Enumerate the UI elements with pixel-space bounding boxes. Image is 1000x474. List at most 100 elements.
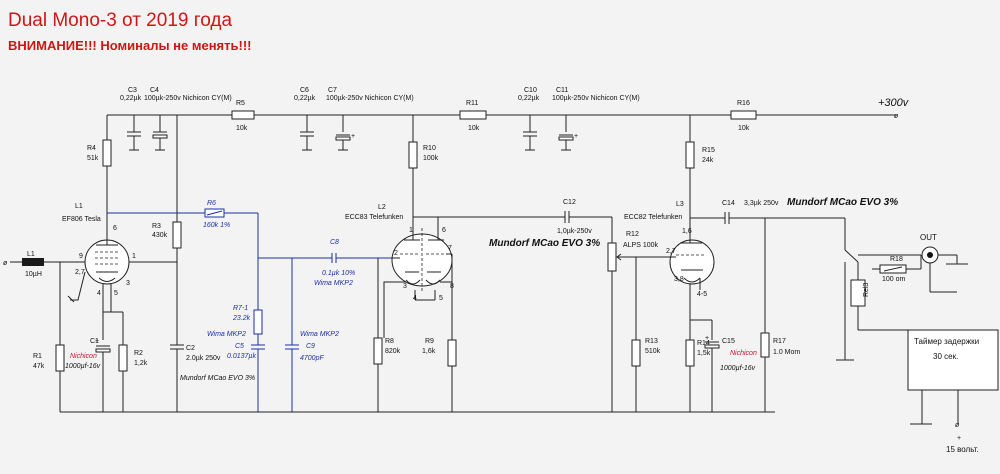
l1-inductor [22, 258, 44, 266]
r11-value: 10k [468, 125, 480, 132]
c3-capacitor [127, 131, 141, 151]
r7-value: 23.2k [232, 315, 251, 322]
c9-brand: Wima MKP2 [300, 331, 339, 338]
l2-name: L2 [378, 204, 386, 211]
c15-brand: Nichicon [730, 350, 757, 357]
r17-value: 1.0 Mom [773, 349, 800, 356]
l3-model: ECC82 Telefunken [624, 214, 682, 221]
output-jack-icon[interactable] [921, 246, 939, 264]
c7-value: 100µk-250v Nichicon CY(M) [326, 95, 414, 102]
c6-ref: C6 [300, 87, 309, 94]
r12-ref: R12 [626, 231, 639, 238]
r4-value: 51k [87, 155, 99, 162]
l1-inductor-ref: L1 [27, 251, 35, 258]
r10-value: 100k [423, 155, 439, 162]
c14-value: 3,3µk 250v [744, 200, 779, 207]
r8-resistor [373, 337, 383, 365]
r12-potentiometer[interactable] [607, 242, 617, 272]
timer-box [907, 329, 999, 391]
c10-ref: C10 [524, 87, 537, 94]
c6-capacitor [300, 131, 314, 151]
c12-note: Mundorf MCao EVO 3% [489, 238, 600, 249]
r1-value: 47k [33, 363, 45, 370]
l3-name: L3 [676, 201, 684, 208]
c12-value: 1,0µk-250v [557, 228, 592, 235]
r14-value: 1,5k [697, 350, 711, 357]
l2-pin-6: 6 [442, 227, 446, 234]
r14-ref: R14 [697, 340, 710, 347]
page-title: Dual Mono-3 от 2019 года [8, 10, 232, 31]
power-label: 15 вольт. [946, 445, 979, 454]
c4-capacitor [152, 131, 168, 151]
r12-value: ALPS 100k [623, 242, 659, 249]
l1-pin-4: 4 [97, 290, 101, 297]
r9-value: 1,6k [422, 348, 436, 355]
r13-ref: R13 [645, 338, 658, 345]
relay-ref: Rel3 [863, 282, 870, 297]
l1-pin-9: 9 [79, 253, 83, 260]
relay-contact [844, 249, 859, 263]
c15-value: 1000µf-16v [720, 365, 756, 372]
l2-pin-5: 5 [439, 295, 443, 302]
l1-model: EF806 Tesla [62, 216, 101, 223]
bplus-rail: ø [106, 113, 899, 222]
c15-ref: C15 [722, 338, 735, 345]
l3-pin-16: 1,6 [682, 228, 692, 235]
r8-ref: R8 [385, 338, 394, 345]
timer-line2: 30 сек. [933, 352, 958, 361]
c10-capacitor [523, 131, 537, 151]
r5-resistor [231, 110, 255, 120]
r5-value: 10k [236, 125, 248, 132]
c3-ref: C3 [128, 87, 137, 94]
r18-value: 100 om [882, 276, 906, 283]
l2-pin-1: 1 [409, 227, 413, 234]
r3-value: 430k [152, 232, 168, 239]
timer-line1: Таймер задержки [914, 337, 979, 346]
c7-capacitor: + [335, 133, 355, 151]
r18-ref: R18 [890, 256, 903, 263]
l1-pin-6: 6 [113, 225, 117, 232]
l1-pin-3: 3 [126, 280, 130, 287]
l1-name: L1 [75, 203, 83, 210]
c11-capacitor: + [558, 133, 578, 151]
c14-note: Mundorf MCao EVO 3% [787, 197, 898, 208]
r8-value: 820k [385, 348, 401, 355]
l2-model: ECC83 Telefunken [345, 214, 403, 221]
power-terminal-icon: ø [955, 422, 960, 429]
r11-ref: R11 [466, 100, 478, 107]
c15-capacitor: + [704, 335, 720, 412]
l3-pin-38: 3,8 [674, 276, 684, 283]
l2-pin-7: 7 [448, 245, 452, 252]
l1-pin-1: 1 [132, 253, 136, 260]
r2-ref: R2 [134, 350, 143, 357]
c4-value: 100µk-250v Nichicon CY(M) [144, 95, 232, 102]
r10-resistor [408, 141, 418, 169]
c1-ref: C1 [90, 338, 99, 345]
c1-brand: Nichicon [70, 353, 97, 360]
r3-resistor [172, 221, 182, 249]
out-label: OUT [920, 233, 937, 242]
r16-value: 10k [738, 125, 750, 132]
c7-ref: C7 [328, 87, 337, 94]
c8-value: 0.1µk 10% [322, 270, 355, 277]
c5-ref: C5 [235, 343, 244, 350]
l1-g3-wire [70, 271, 86, 301]
power-plus: + [957, 435, 961, 442]
l3-pin-27: 2,7 [666, 248, 676, 255]
r6-ref: R6 [207, 200, 216, 207]
l2-pin-3: 3 [403, 283, 407, 290]
r7-ref: R7-1 [233, 305, 248, 312]
l3-pin-45: 4-5 [697, 291, 707, 298]
c1-capacitor: + [95, 338, 111, 412]
r17-ref: R17 [773, 338, 786, 345]
r11-resistor [459, 110, 487, 120]
r15-value: 24k [702, 157, 714, 164]
l1-ground-symbol [67, 295, 75, 303]
r17-resistor [760, 332, 770, 358]
r13-resistor [631, 339, 641, 367]
r7-brand: Wima MKP2 [207, 331, 246, 338]
r5-ref: R5 [236, 100, 245, 107]
r13-value: 510k [645, 348, 661, 355]
l1-inductor-value: 10µH [25, 271, 42, 278]
